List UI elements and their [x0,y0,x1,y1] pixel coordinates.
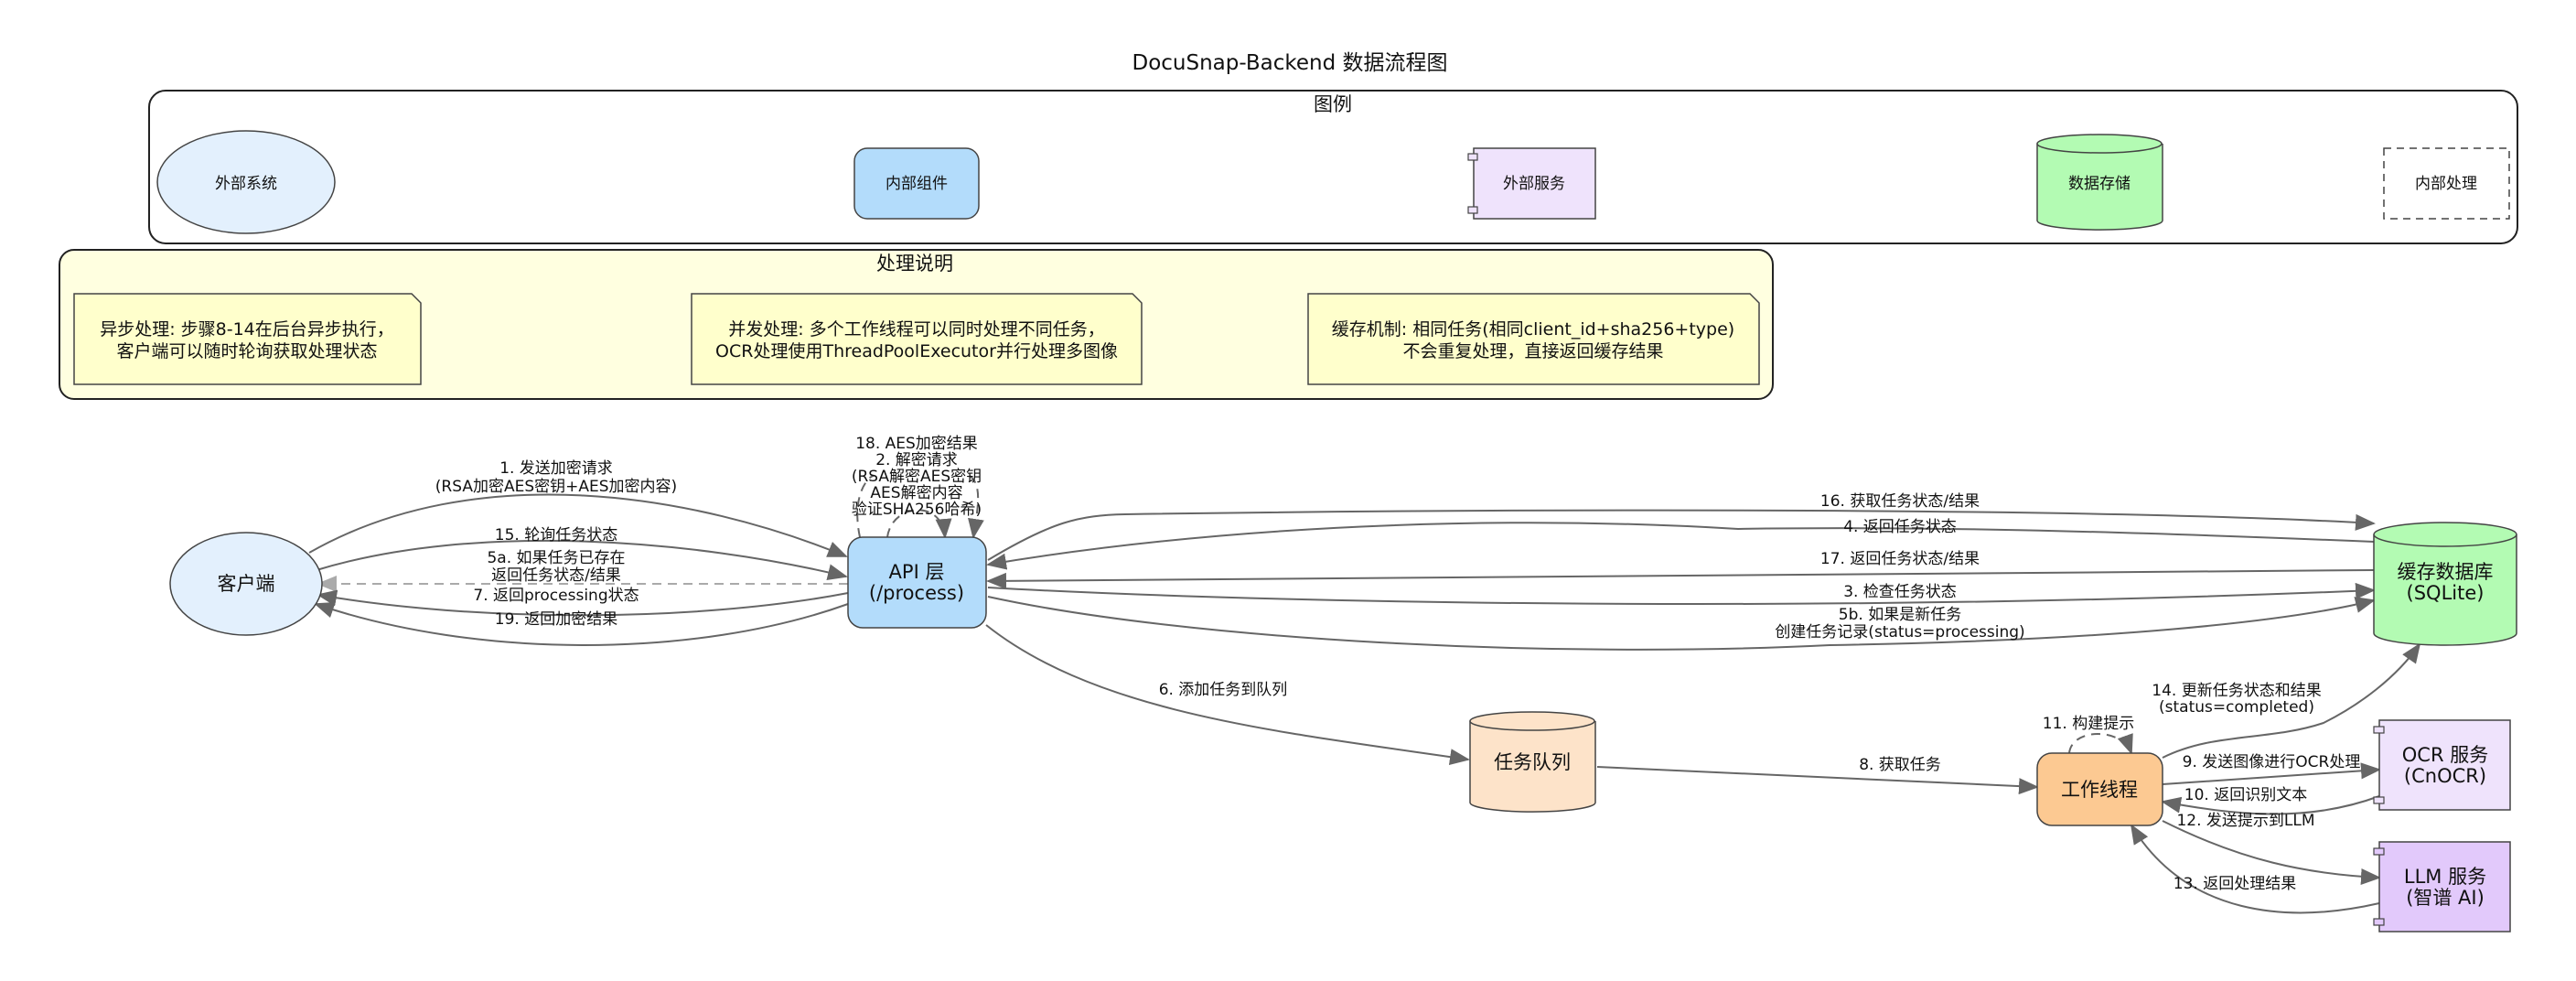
legend: 图例 外部系统 内部组件 外部服务 数据存储 内部处理 [148,90,2518,244]
component-port-icon [2373,726,2385,734]
edge-label-18: 18. AES加密结果 [855,435,978,453]
edge-label-1: 1. 发送加密请求 [499,459,613,478]
node-llm-sublabel: (智谱 AI) [2406,887,2485,909]
component-port-icon [2373,847,2385,856]
node-client-label: 客户端 [218,573,275,595]
legend-internal-component-shape [853,147,980,220]
note-cache-line-1: 缓存机制: 相同任务(相同client_id+sha256+type) [1332,319,1734,340]
edge-10 [2161,795,2380,815]
node-cache-label: 缓存数据库 [2398,561,2494,583]
edge-3 [987,582,2376,605]
note-concurrency-line-1: 并发处理: 多个工作线程可以同时处理不同任务， [728,319,1104,340]
note-concurrency: 并发处理: 多个工作线程可以同时处理不同任务， OCR处理使用ThreadPoo… [691,293,1143,385]
edge-labels: 1. 发送加密请求 (RSA加密AES密钥+AES加密内容) 15. 轮询任务状… [435,435,2361,893]
node-api-layer: API 层 (/process) [847,536,987,629]
edge-label-2b: (RSA解密AES密钥 [852,468,982,486]
edge-label-2c: AES解密内容 [870,484,962,502]
edge-15 [316,539,848,581]
notes-title: 处理说明 [876,253,953,275]
edge-14 [2162,642,2421,759]
edge-label-19: 19. 返回加密结果 [495,610,617,629]
edge-16 [987,509,2376,561]
legend-internal-process-shape [2383,147,2510,220]
component-port-icon [2373,918,2385,926]
edge-label-5a: 5a. 如果任务已存在 [487,549,625,567]
component-port-icon [1467,153,1478,161]
note-async: 异步处理: 步骤8-14在后台异步执行， 客户端可以随时轮询获取处理状态 [73,293,422,385]
note-cache-line-2: 不会重复处理，直接返回缓存结果 [1402,341,1663,361]
node-api-sublabel: (/process) [869,582,964,604]
component-port-icon [1467,206,1478,214]
edge-label-6: 6. 添加任务到队列 [1159,681,1288,699]
edge-label-11: 11. 构建提示 [2043,715,2134,733]
edge-label-2d: 验证SHA256哈希) [852,501,982,519]
node-ocr-service: OCR 服务 (CnOCR) [2373,719,2511,811]
node-llm-service: LLM 服务 (智谱 AI) [2373,841,2511,932]
edge-label-14: 14. 更新任务状态和结果 [2152,682,2321,700]
edge-label-1b: (RSA加密AES密钥+AES加密内容) [435,478,677,496]
node-task-queue: 任务队列 [1469,711,1596,813]
edge-9 [2162,762,2381,785]
legend-external-system-shape [156,130,336,234]
edge-label-15: 15. 轮询任务状态 [495,526,617,544]
edge-label-17: 17. 返回任务状态/结果 [1820,550,1980,568]
note-async-line-2: 客户端可以随时轮询获取处理状态 [116,341,377,361]
node-worker-label: 工作线程 [2061,779,2138,801]
edge-8 [1596,766,2039,795]
edge-label-7: 7. 返回processing状态 [473,587,639,605]
node-queue-label: 任务队列 [1494,751,1571,773]
node-ocr-label: OCR 服务 [2402,744,2488,766]
edge-label-5a-b: 返回任务状态/结果 [491,566,621,585]
legend-internal-process: 内部处理 [2415,175,2477,193]
node-llm-label: LLM 服务 [2404,866,2486,888]
edge-6 [985,624,1470,766]
edge-5b [987,596,2376,651]
edge-17 [986,569,2375,589]
edge-18-arrow [968,475,984,539]
edge-label-5b-b: 创建任务记录(status=processing) [1775,623,2024,641]
node-client: 客户端 [169,532,323,636]
notes-panel: 处理说明 异步处理: 步骤8-14在后台异步执行， 客户端可以随时轮询获取处理状… [59,249,1774,400]
legend-external-system: 外部系统 [215,175,277,193]
legend-internal-component: 内部组件 [886,175,948,193]
node-api-label: API 层 [889,561,945,583]
component-port-icon [2373,796,2385,804]
node-ocr-sublabel: (CnOCR) [2404,765,2486,787]
edge-13 [2130,824,2380,914]
edge-label-13: 13. 返回处理结果 [2174,875,2296,893]
edge-label-8: 8. 获取任务 [1859,756,1941,774]
legend-external-service: 外部服务 [1503,175,1565,193]
edge-label-10: 10. 返回识别文本 [2184,786,2307,804]
node-worker-thread: 工作线程 [2036,752,2163,826]
edges [308,475,2421,914]
edge-label-4: 4. 返回任务状态 [1843,518,1957,536]
edge-11 [2068,733,2133,755]
node-cache-db: 缓存数据库 (SQLite) [2373,522,2517,646]
edge-label-16: 16. 获取任务状态/结果 [1820,492,1980,511]
legend-data-store: 数据存储 [2068,175,2131,193]
edge-18-loop [856,475,875,538]
note-cache: 缓存机制: 相同任务(相同client_id+sha256+type) 不会重复… [1307,293,1760,385]
edge-label-3: 3. 检查任务状态 [1843,583,1957,601]
legend-data-store-shape [2036,134,2163,231]
edge-4 [986,522,2375,570]
legend-external-service-shape [1473,147,1596,220]
edge-label-14b: (status=completed) [2159,698,2314,717]
legend-title: 图例 [1314,93,1352,115]
edge-label-2: 2. 解密请求 [875,451,958,469]
legend-frame [148,90,2518,244]
edge-label-5b: 5b. 如果是新任务 [1839,606,1961,624]
diagram-title: DocuSnap-Backend 数据流程图 [1132,51,1447,75]
note-async-line-1: 异步处理: 步骤8-14在后台异步执行， [100,319,394,340]
edge-19 [314,601,849,646]
edge-1 [308,493,848,557]
note-concurrency-line-2: OCR处理使用ThreadPoolExecutor并行处理多图像 [715,341,1118,361]
edge-12 [2162,820,2381,885]
node-cache-sublabel: (SQLite) [2407,582,2485,604]
edge-7 [317,589,849,617]
edge-label-9: 9. 发送图像进行OCR处理 [2183,753,2361,771]
edge-label-12: 12. 发送提示到LLM [2176,812,2314,830]
